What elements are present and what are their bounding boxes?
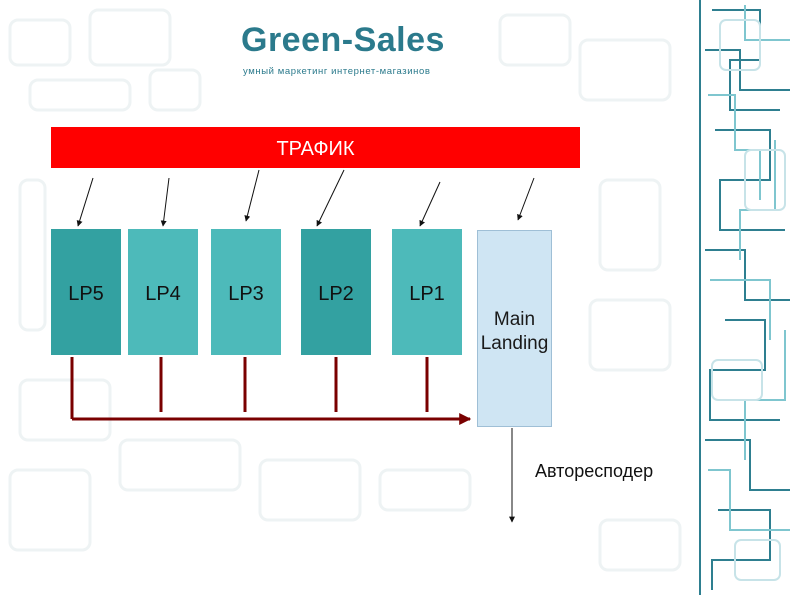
landing-page-box-lp3: LP3 [211,229,281,355]
main-landing-label-line1: Main [493,309,536,330]
landing-page-label: LP3 [228,283,264,305]
landing-page-label: LP1 [409,283,445,305]
main-landing-box: Main Landing [477,230,552,427]
landing-page-box-lp5: LP5 [51,229,121,355]
main-landing-label-line2: Landing [480,333,549,354]
traffic-label: ТРАФИК [276,138,355,160]
landing-page-box-lp2: LP2 [301,229,371,355]
brand-tagline: умный маркетинг интернет-магазинов [243,66,431,77]
autoresponder-label: Автореcподер [535,461,654,481]
landing-page-box-lp4: LP4 [128,229,198,355]
traffic-bar: ТРАФИК [51,127,580,168]
landing-page-label: LP2 [318,283,354,305]
landing-page-label: LP4 [145,283,181,305]
brand-title: Green-Sales [241,21,445,59]
landing-page-box-lp1: LP1 [392,229,462,355]
landing-page-label: LP5 [68,283,104,305]
